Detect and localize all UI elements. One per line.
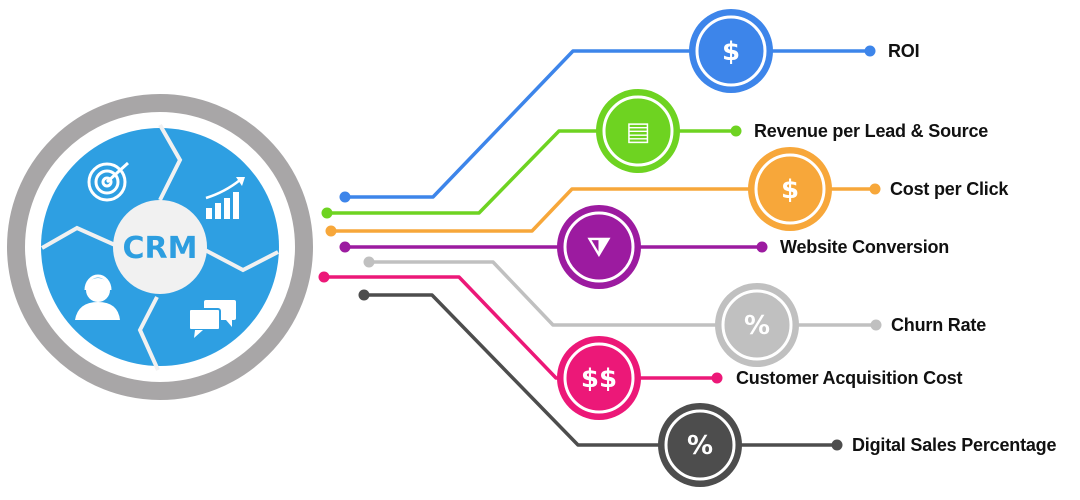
start-dot bbox=[321, 207, 333, 219]
connector-lines bbox=[318, 45, 882, 451]
hub-center bbox=[113, 200, 207, 294]
node-inner-ring bbox=[602, 95, 674, 167]
support-agent-icon bbox=[75, 274, 120, 320]
start-dot bbox=[363, 256, 375, 268]
metric-node-roi: $ ROI bbox=[689, 9, 920, 93]
node-disk bbox=[596, 89, 680, 173]
start-dot bbox=[339, 191, 351, 203]
end-dot bbox=[831, 439, 843, 451]
node-inner-ring bbox=[664, 409, 736, 481]
metric-node-digital-sales-percentage: % Digital Sales Percentage bbox=[658, 403, 1057, 487]
hub-outer-ring bbox=[7, 94, 313, 400]
chat-bubbles-icon bbox=[188, 300, 236, 338]
hub-label: CRM bbox=[123, 231, 198, 266]
customers-dollar-icon: $$ bbox=[581, 364, 617, 394]
growth-chart-icon bbox=[205, 177, 245, 219]
metric-label-roi: ROI bbox=[888, 41, 919, 61]
cash-register-icon: ▤ bbox=[626, 117, 651, 147]
node-disk bbox=[557, 336, 641, 420]
metric-node-customer-acquisition-cost: $$ Customer Acquisition Cost bbox=[557, 336, 963, 420]
start-dot bbox=[318, 271, 330, 283]
metric-node-website-conversion: ⧩ Website Conversion bbox=[557, 205, 949, 289]
metric-label-churn-rate: Churn Rate bbox=[891, 315, 986, 335]
connector-line-churn-rate bbox=[369, 260, 876, 327]
dollar-cycle-icon: $ bbox=[722, 37, 740, 67]
churn-people-icon: % bbox=[744, 311, 770, 341]
target-icon bbox=[87, 161, 130, 202]
metric-node-revenue-per-lead-source: ▤ Revenue per Lead & Source bbox=[596, 89, 988, 173]
connector-line-cost-per-click bbox=[331, 187, 875, 233]
dollar-click-icon: $ bbox=[781, 175, 799, 205]
digital-percent-icon: % bbox=[687, 431, 713, 461]
end-dot bbox=[869, 183, 881, 195]
metric-nodes: $ ROI ▤ Revenue per Lead & Source $ Cost per … bbox=[557, 9, 1057, 487]
metric-label-cost-per-click: Cost per Click bbox=[890, 179, 1009, 199]
metric-label-digital-sales-percentage: Digital Sales Percentage bbox=[852, 435, 1056, 455]
end-dot bbox=[730, 125, 742, 137]
metric-label-customer-acquisition-cost: Customer Acquisition Cost bbox=[736, 368, 963, 388]
crm-hub: CRM bbox=[7, 94, 313, 400]
website-funnel-icon: ⧩ bbox=[587, 233, 611, 263]
start-dot bbox=[358, 289, 370, 301]
node-disk bbox=[715, 283, 799, 367]
node-inner-ring bbox=[754, 153, 826, 225]
metric-node-cost-per-click: $ Cost per Click bbox=[748, 147, 1010, 231]
node-inner-ring bbox=[695, 15, 767, 87]
node-disk bbox=[658, 403, 742, 487]
metric-label-website-conversion: Website Conversion bbox=[780, 237, 949, 257]
end-dot bbox=[864, 45, 876, 57]
hub-dividers bbox=[41, 124, 279, 371]
start-dot bbox=[339, 241, 351, 253]
node-inner-ring bbox=[721, 289, 793, 361]
node-inner-ring bbox=[563, 342, 635, 414]
metric-label-revenue-per-lead-source: Revenue per Lead & Source bbox=[754, 121, 988, 141]
end-dot bbox=[870, 319, 882, 331]
end-dot bbox=[756, 241, 768, 253]
node-disk bbox=[689, 9, 773, 93]
node-disk bbox=[557, 205, 641, 289]
metric-node-churn-rate: % Churn Rate bbox=[715, 283, 986, 367]
end-dot bbox=[711, 372, 723, 384]
start-dot bbox=[325, 225, 337, 237]
node-disk bbox=[748, 147, 832, 231]
node-inner-ring bbox=[563, 211, 635, 283]
